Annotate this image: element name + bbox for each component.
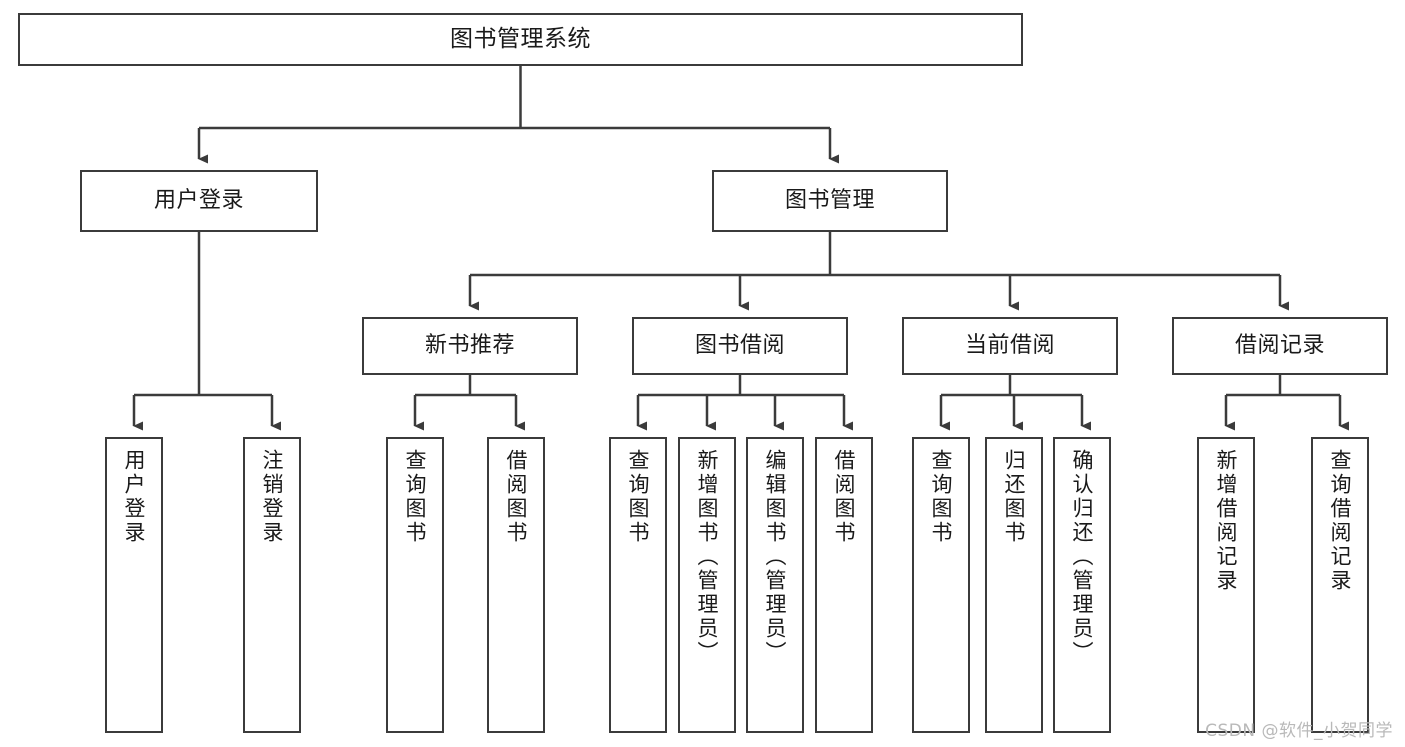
node-label-leaf-user-login: 用户登录 <box>122 449 147 545</box>
node-leaf-user-logout[interactable]: 注销登录 <box>243 437 301 733</box>
node-root[interactable]: 图书管理系统 <box>18 13 1023 66</box>
node-leaf-bb-edit[interactable]: 编辑图书（管理员） <box>746 437 804 733</box>
node-leaf-br-query[interactable]: 查询借阅记录 <box>1311 437 1369 733</box>
node-leaf-bb-query[interactable]: 查询图书 <box>609 437 667 733</box>
node-label-leaf-bb-add: 新增图书（管理员） <box>695 449 720 665</box>
node-label-borrow-record: 借阅记录 <box>1234 332 1325 358</box>
node-label-user-login: 用户登录 <box>153 187 244 213</box>
node-label-book-borrow: 图书借阅 <box>694 332 785 358</box>
node-label-leaf-user-logout: 注销登录 <box>260 449 285 545</box>
node-label-leaf-rec-query: 查询图书 <box>403 449 428 545</box>
node-leaf-bb-borrow[interactable]: 借阅图书 <box>815 437 873 733</box>
node-label-leaf-bb-query: 查询图书 <box>626 449 651 545</box>
node-leaf-user-login[interactable]: 用户登录 <box>105 437 163 733</box>
node-book-borrow[interactable]: 图书借阅 <box>632 317 848 375</box>
node-leaf-cb-return[interactable]: 归还图书 <box>985 437 1043 733</box>
node-label-current-borrow: 当前借阅 <box>964 332 1055 358</box>
node-leaf-br-add[interactable]: 新增借阅记录 <box>1197 437 1255 733</box>
node-label-leaf-bb-borrow: 借阅图书 <box>832 449 857 545</box>
node-label-leaf-cb-query: 查询图书 <box>929 449 954 545</box>
node-label-leaf-br-query: 查询借阅记录 <box>1328 449 1353 593</box>
node-label-book-manage: 图书管理 <box>784 187 875 213</box>
node-leaf-cb-confirm[interactable]: 确认归还（管理员） <box>1053 437 1111 733</box>
watermark-label: CSDN @软件_小贺同学 <box>1205 721 1393 741</box>
node-borrow-record[interactable]: 借阅记录 <box>1172 317 1388 375</box>
node-label-leaf-cb-confirm: 确认归还（管理员） <box>1070 449 1095 665</box>
node-label-leaf-cb-return: 归还图书 <box>1002 449 1027 545</box>
node-book-manage[interactable]: 图书管理 <box>712 170 948 232</box>
node-leaf-rec-query[interactable]: 查询图书 <box>386 437 444 733</box>
node-label-leaf-br-add: 新增借阅记录 <box>1214 449 1239 593</box>
node-current-borrow[interactable]: 当前借阅 <box>902 317 1118 375</box>
node-label-leaf-rec-borrow: 借阅图书 <box>504 449 529 545</box>
node-user-login[interactable]: 用户登录 <box>80 170 318 232</box>
node-label-new-book-rec: 新书推荐 <box>424 332 515 358</box>
node-leaf-bb-add[interactable]: 新增图书（管理员） <box>678 437 736 733</box>
node-label-leaf-bb-edit: 编辑图书（管理员） <box>763 449 788 665</box>
node-leaf-rec-borrow[interactable]: 借阅图书 <box>487 437 545 733</box>
node-new-book-rec[interactable]: 新书推荐 <box>362 317 578 375</box>
node-leaf-cb-query[interactable]: 查询图书 <box>912 437 970 733</box>
node-label-root: 图书管理系统 <box>450 25 591 52</box>
